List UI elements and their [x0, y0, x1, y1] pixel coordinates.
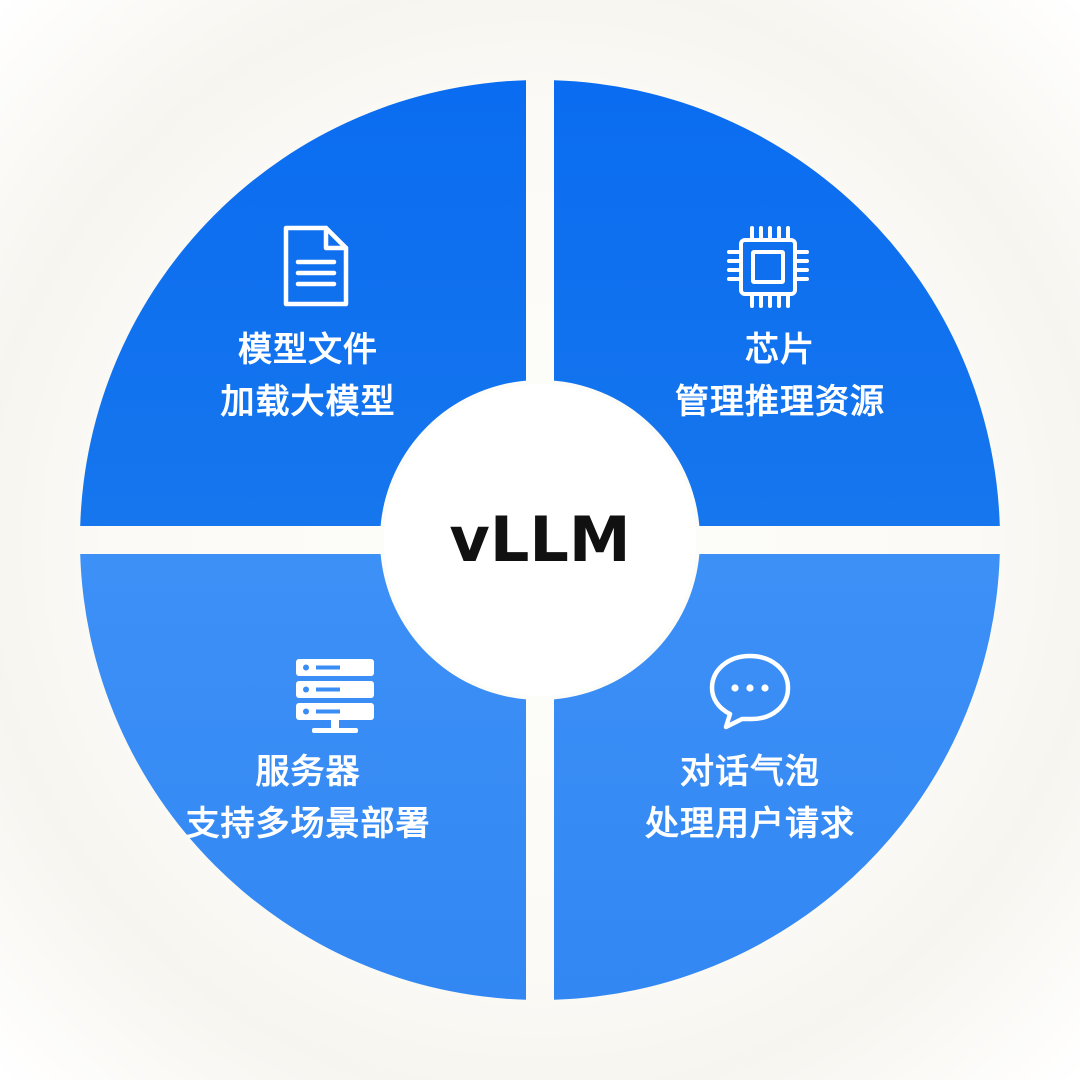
quadrant-bottom-left-label: 服务器 支持多场景部署	[158, 746, 458, 850]
chip-subtitle: 管理推理资源	[675, 382, 885, 422]
server-icon	[296, 659, 374, 733]
server-title: 服务器	[255, 752, 361, 792]
center-circle	[384, 384, 696, 696]
server-subtitle: 支持多场景部署	[185, 804, 431, 844]
chat-title: 对话气泡	[680, 752, 820, 792]
quadrant-top-right	[554, 80, 1000, 526]
quadrant-bottom-right	[554, 554, 1000, 1000]
quadrant-top-right-label: 芯片 管理推理资源	[630, 324, 930, 428]
chip-title: 芯片	[745, 330, 815, 370]
quadrant-bottom-left	[80, 554, 526, 1000]
center-title: vLLM	[449, 503, 631, 576]
model-file-subtitle: 加载大模型	[220, 382, 396, 422]
document-icon	[283, 225, 349, 307]
chat-subtitle: 处理用户请求	[645, 804, 855, 844]
quadrant-bottom-right-label: 对话气泡 处理用户请求	[600, 746, 900, 850]
quadrant-top-left-label: 模型文件 加载大模型	[158, 324, 458, 428]
chat-bubble-icon	[709, 653, 791, 730]
chip-icon	[727, 226, 809, 308]
model-file-title: 模型文件	[238, 330, 378, 370]
